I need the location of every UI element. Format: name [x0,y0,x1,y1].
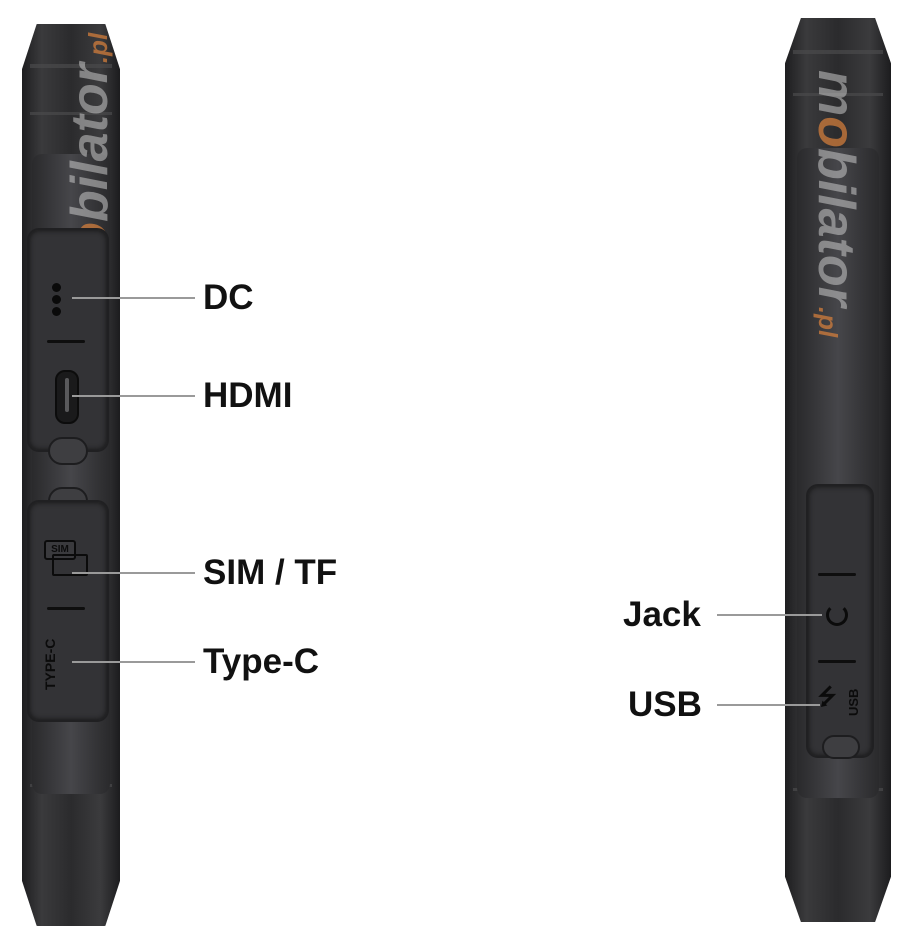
sim-card-icon: SIM [44,540,88,576]
headphone-jack-icon [826,604,848,626]
jack-leader-line [717,614,822,616]
usb-label: USB [628,685,702,724]
dc-port-icon [52,283,61,316]
type-c-label: Type-C [203,642,320,681]
divider-mark [818,660,856,663]
divider-mark [47,607,85,610]
sim-typec-port-cover[interactable] [27,500,109,722]
sim-tf-leader-line [72,572,195,574]
watermark-logo: mobilator.pl [807,70,865,338]
usb-printed-text: USB [846,688,861,716]
type-c-leader-line [72,661,195,663]
hdmi-leader-line [72,395,195,397]
jack-label: Jack [623,595,701,634]
hdmi-label: HDMI [203,376,293,415]
type-c-printed-text: TYPE-C [42,638,58,690]
divider-mark [47,340,85,343]
cover-pull-tab[interactable] [48,437,88,465]
usb-leader-line [717,704,820,706]
usb-icon: ⭍ [818,684,837,709]
sim-tf-label: SIM / TF [203,553,338,592]
hdmi-port-icon [55,370,79,424]
divider-mark [818,573,856,576]
cover-pull-tab[interactable] [822,735,860,759]
dc-label: DC [203,278,254,317]
dc-leader-line [72,297,195,299]
